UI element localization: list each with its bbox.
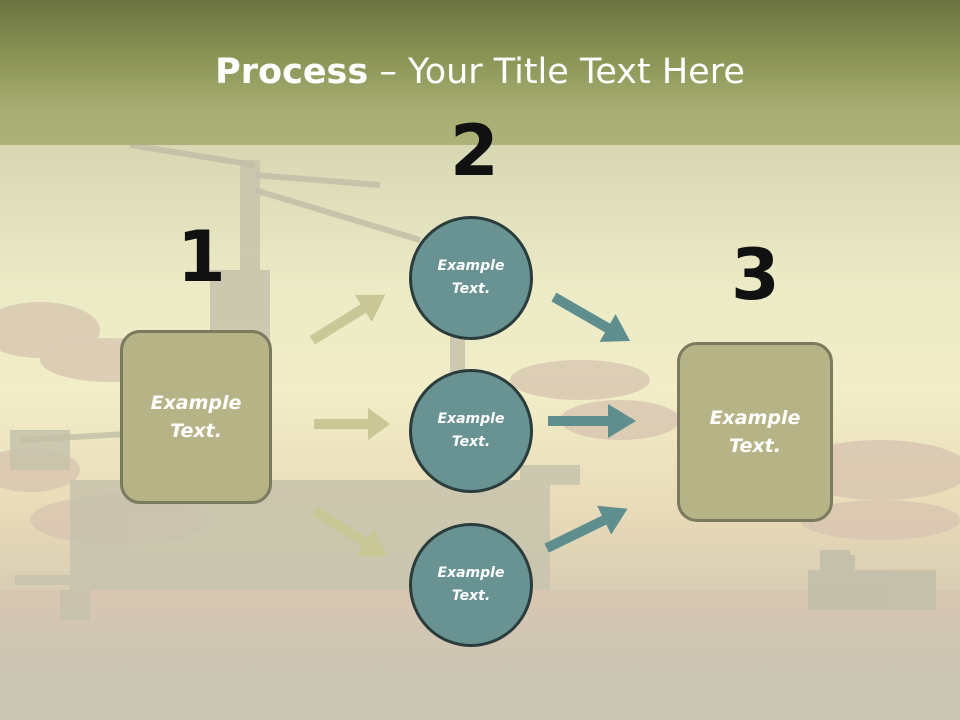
arrow-left-up [309,294,386,345]
step-number-1: 1 [177,216,226,298]
arrow-right-down [551,292,631,342]
step-3-box: Example Text. [677,342,833,522]
step-3-text: Example Text. [709,406,801,458]
arrow-right-up [544,505,628,553]
step-number-2: 2 [450,110,499,192]
arrow-left-down [311,506,388,557]
step-1-text: Example Text. [150,391,242,443]
circle-bottom-text: Example Text. [437,564,505,604]
title-bold: Process [215,52,369,92]
slide-title: Process – Your Title Text Here [0,52,960,92]
title-band [0,0,960,145]
circle-middle-text: Example Text. [437,410,505,450]
step-2-circle-top: Example Text. [409,216,533,340]
title-rest: – Your Title Text Here [368,52,745,92]
arrow-left-middle [314,408,390,440]
arrow-right-middle [548,404,636,438]
step-2-circle-bottom: Example Text. [409,523,533,647]
step-number-3: 3 [731,234,780,316]
step-1-box: Example Text. [120,330,272,504]
circle-top-text: Example Text. [437,257,505,297]
step-2-circle-middle: Example Text. [409,369,533,493]
